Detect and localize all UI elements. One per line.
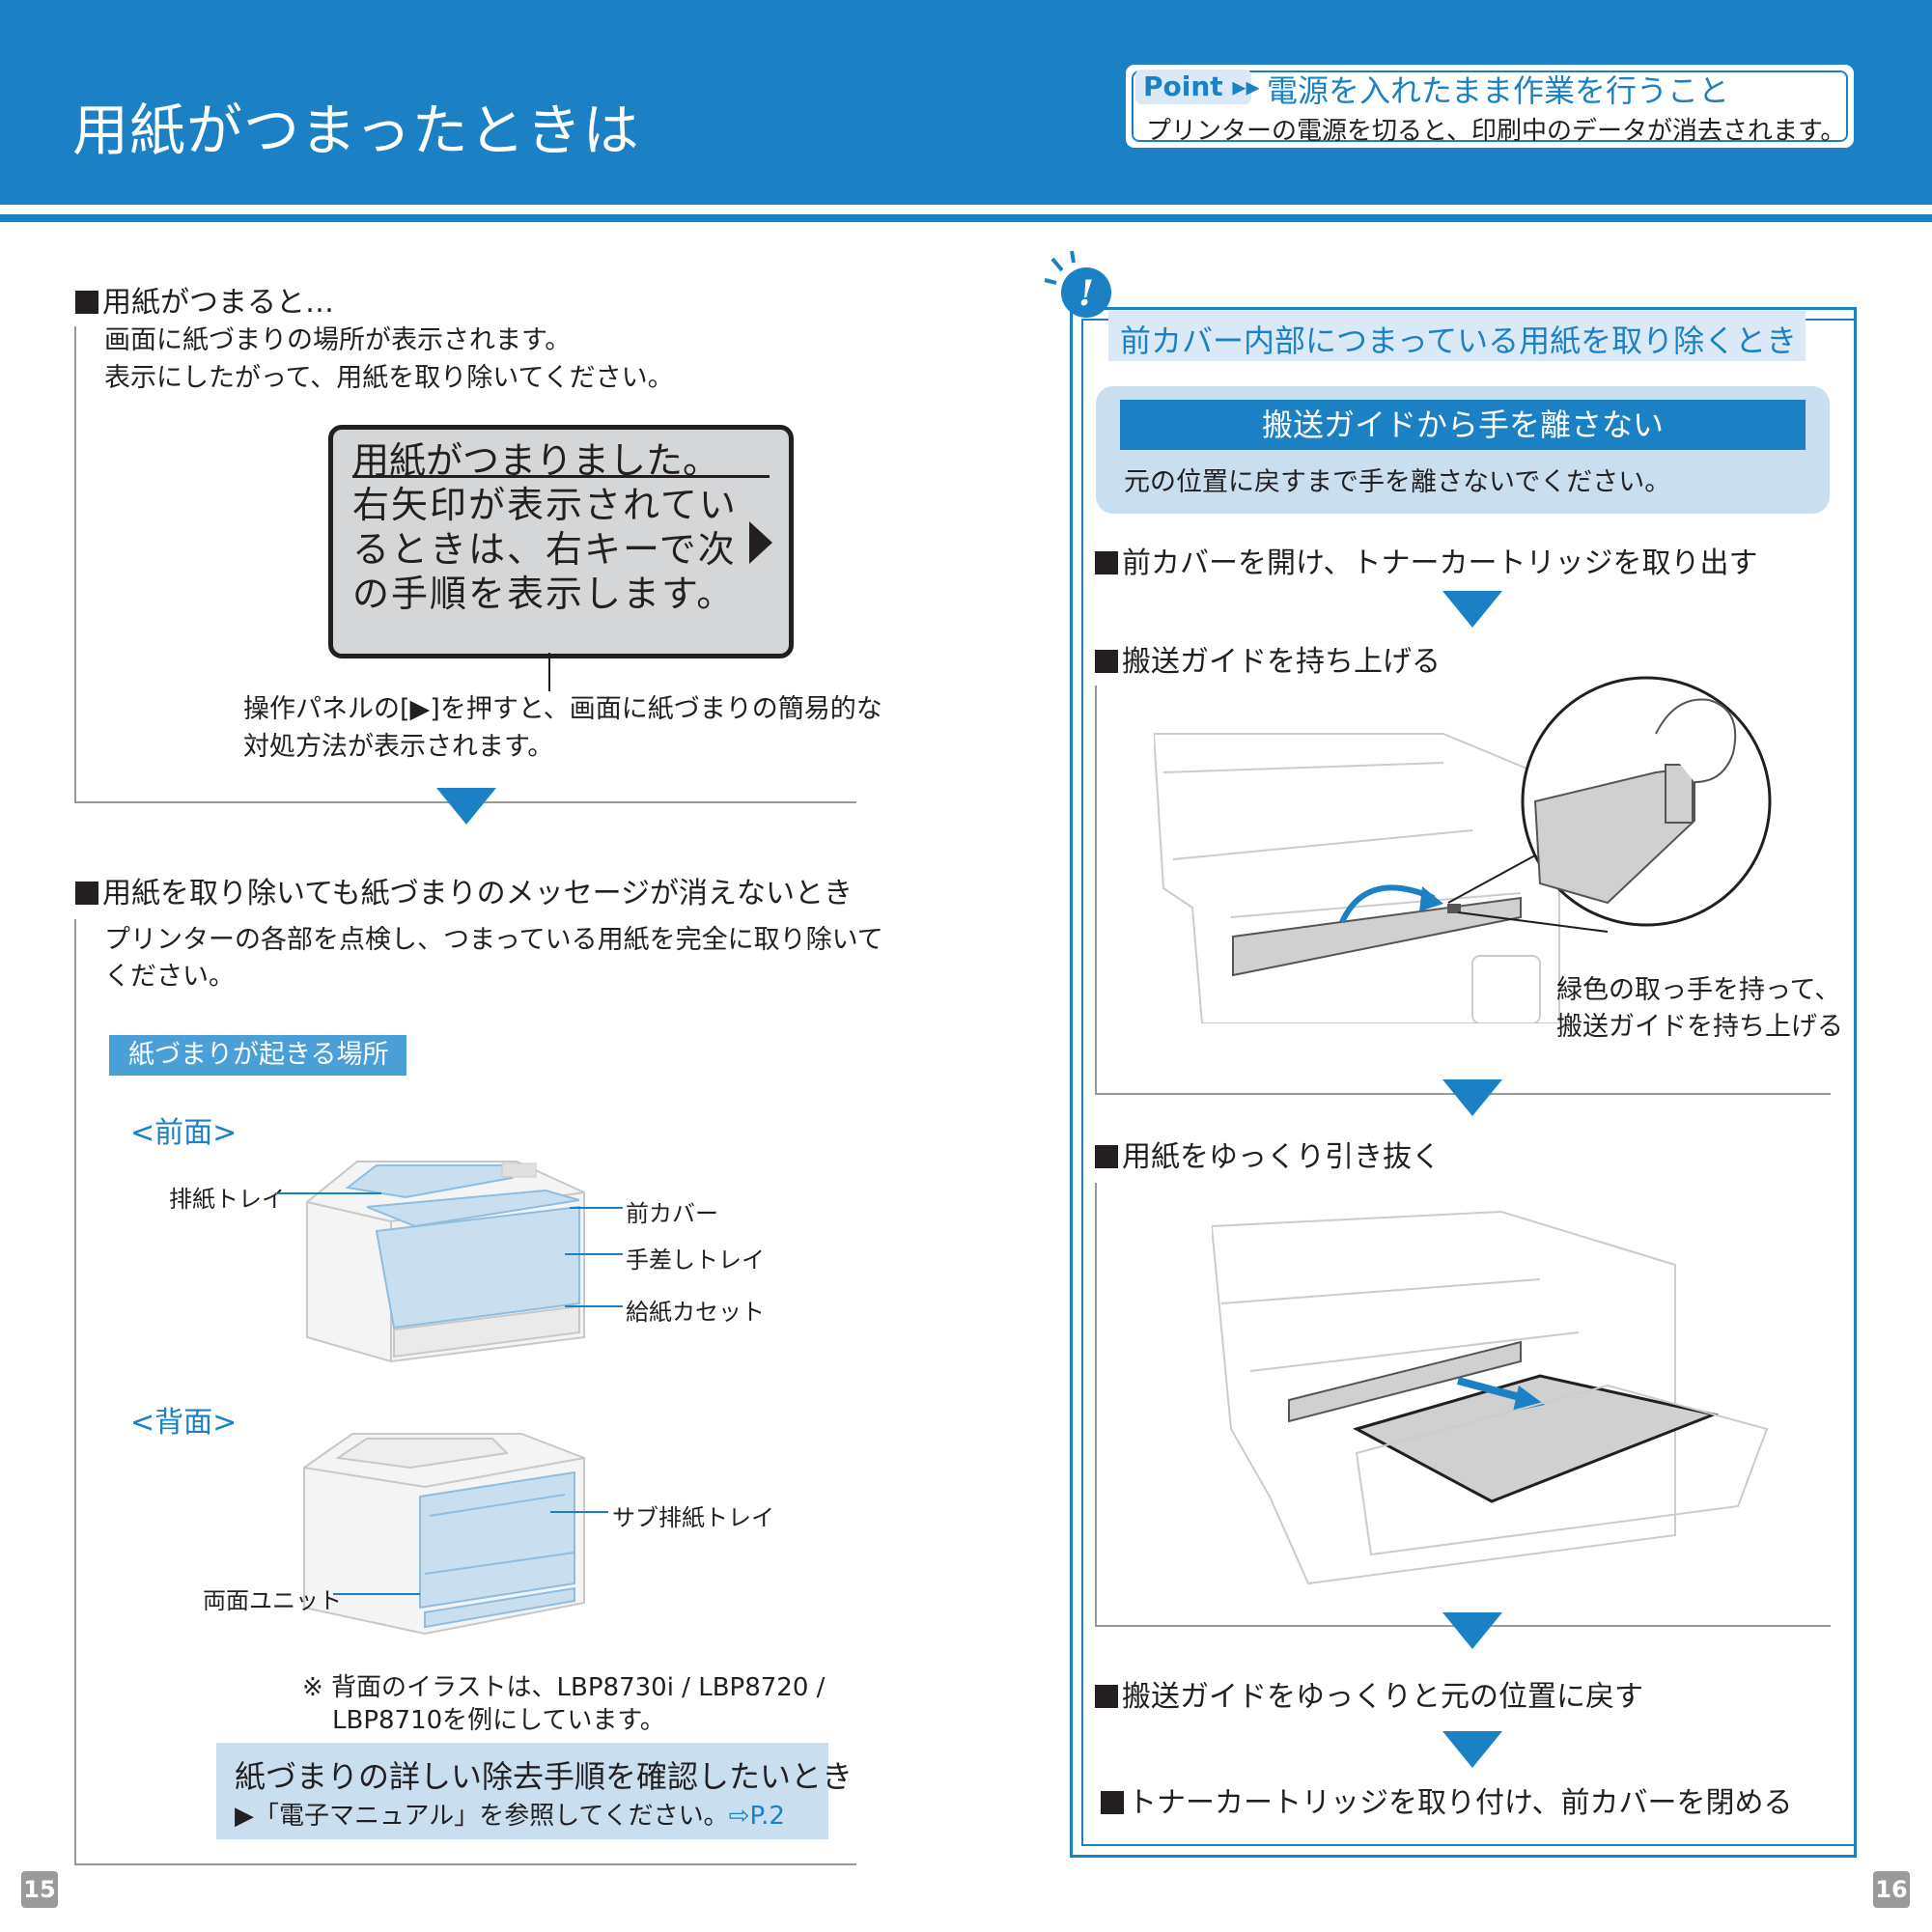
manual-note-title: 紙づまりの詳しい除去手順を確認したいとき xyxy=(235,1758,854,1795)
footnote-line-2: LBP8710を例にしています。 xyxy=(332,1706,665,1735)
flow-arrow-icon xyxy=(1442,591,1502,628)
callout-line-output-tray xyxy=(275,1192,381,1194)
back-view-label: <背面> xyxy=(130,1406,238,1440)
lcd-line-2: 右矢印が表示されてい xyxy=(352,484,738,526)
callout-cassette: 給紙カセット xyxy=(626,1299,765,1326)
lcd-line-3: るときは、右キーで次 xyxy=(352,528,737,571)
section2-rule-v xyxy=(74,919,76,1865)
right-title-bar xyxy=(1108,311,1806,361)
flow-arrow-icon xyxy=(1442,1731,1502,1768)
warning-text: 元の位置に戻すまで手を離さないでください。 xyxy=(1124,467,1671,497)
jam-location-tag: 紙づまりが起きる場所 xyxy=(109,1035,406,1076)
page-number-left: 15 xyxy=(21,1871,58,1908)
svg-text:!: ! xyxy=(1078,273,1094,314)
lcd-divider xyxy=(352,475,770,478)
front-printer-illustration xyxy=(306,1161,585,1363)
manual-note-box xyxy=(216,1743,828,1839)
section1-heading: 用紙がつまると… xyxy=(75,278,334,321)
lcd-leader-line xyxy=(548,653,550,691)
point-title: 電源を入れたまま作業を行うこと xyxy=(1267,72,1730,109)
step-4: 搬送ガイドをゆっくりと元の位置に戻す xyxy=(1095,1672,1643,1715)
manual-note-sub: ▶「電子マニュアル」を参照してください。⇨P.2 xyxy=(235,1802,785,1831)
section1-line-2: 表示にしたがって、用紙を取り除いてください。 xyxy=(104,363,674,393)
flow-arrow-icon xyxy=(1442,1612,1502,1649)
section2-line-1: プリンターの各部を点検し、つまっている用紙を完全に取り除いて xyxy=(104,925,883,955)
flow-arrow-icon xyxy=(436,788,496,825)
section1-line-1: 画面に紙づまりの場所が表示されます。 xyxy=(104,325,572,355)
step2-rule-v xyxy=(1095,686,1097,1095)
warning-title: 搬送ガイドから手を離さない xyxy=(1261,406,1664,443)
page-ref-link[interactable]: ⇨P.2 xyxy=(728,1802,785,1831)
callout-line-cassette xyxy=(565,1305,623,1307)
callout-front-cover: 前カバー xyxy=(626,1200,718,1227)
footnote-line-1: ※ 背面のイラストは、LBP8730i / LBP8720 / xyxy=(302,1673,826,1702)
callout-output-tray: 排紙トレイ xyxy=(169,1186,285,1213)
lcd-caption-1: 操作パネルの[▶]を押すと、画面に紙づまりの簡易的な xyxy=(243,694,882,724)
pull-paper-illustration xyxy=(1212,1210,1769,1585)
flow-arrow-icon xyxy=(1442,1079,1502,1116)
step3-rule-v xyxy=(1095,1183,1097,1627)
back-printer-illustration xyxy=(303,1433,585,1636)
point-badge: Point ▸▸ xyxy=(1135,70,1260,104)
page-number-right: 16 xyxy=(1873,1871,1910,1908)
section2-rule-h xyxy=(74,1863,856,1865)
section1-rule-v xyxy=(74,326,76,803)
callout-line-front-cover xyxy=(570,1207,623,1209)
lcd-screen xyxy=(328,425,794,658)
lcd-right-arrow-icon xyxy=(749,521,772,564)
lcd-caption-2: 対処方法が表示されます。 xyxy=(243,732,554,762)
section2-heading: 用紙を取り除いても紙づまりのメッセージが消えないとき xyxy=(75,869,853,911)
section2-line-2: ください。 xyxy=(104,962,235,992)
alert-icon: ! xyxy=(1044,250,1111,318)
lcd-line-4: の手順を表示します。 xyxy=(352,573,736,615)
step-3: 用紙をゆっくり引き抜く xyxy=(1095,1133,1441,1175)
warning-title-bar xyxy=(1120,400,1806,450)
callout-line-manual-tray xyxy=(565,1253,623,1255)
header-rule xyxy=(0,214,1932,222)
step-5: トナーカートリッジを取り付け、前カバーを閉める xyxy=(1101,1778,1793,1821)
lcd-line-1: 用紙がつまりました。 xyxy=(352,439,720,482)
step-2: 搬送ガイドを持ち上げる xyxy=(1095,637,1441,680)
callout-line-sub-tray xyxy=(550,1511,608,1513)
callout-line-duplex xyxy=(333,1593,420,1595)
callout-sub-output-tray: サブ排紙トレイ xyxy=(612,1504,774,1531)
step2-caption-1: 緑色の取っ手を持って、 xyxy=(1556,975,1841,1005)
front-view-label: <前面> xyxy=(130,1116,238,1150)
right-panel-title: 前カバー内部につまっている用紙を取り除くとき xyxy=(1120,322,1798,359)
callout-duplex-unit: 両面ユニット xyxy=(203,1587,342,1614)
point-text: プリンターの電源を切ると、印刷中のデータが消去されます。 xyxy=(1146,117,1846,146)
lift-guide-illustration xyxy=(1154,676,1772,1023)
callout-manual-tray: 手差しトレイ xyxy=(626,1246,765,1274)
page-title: 用紙がつまったときは xyxy=(72,98,640,163)
step-1: 前カバーを開け、トナーカートリッジを取り出す xyxy=(1095,539,1758,581)
step2-caption-2: 搬送ガイドを持ち上げる xyxy=(1556,1012,1843,1042)
